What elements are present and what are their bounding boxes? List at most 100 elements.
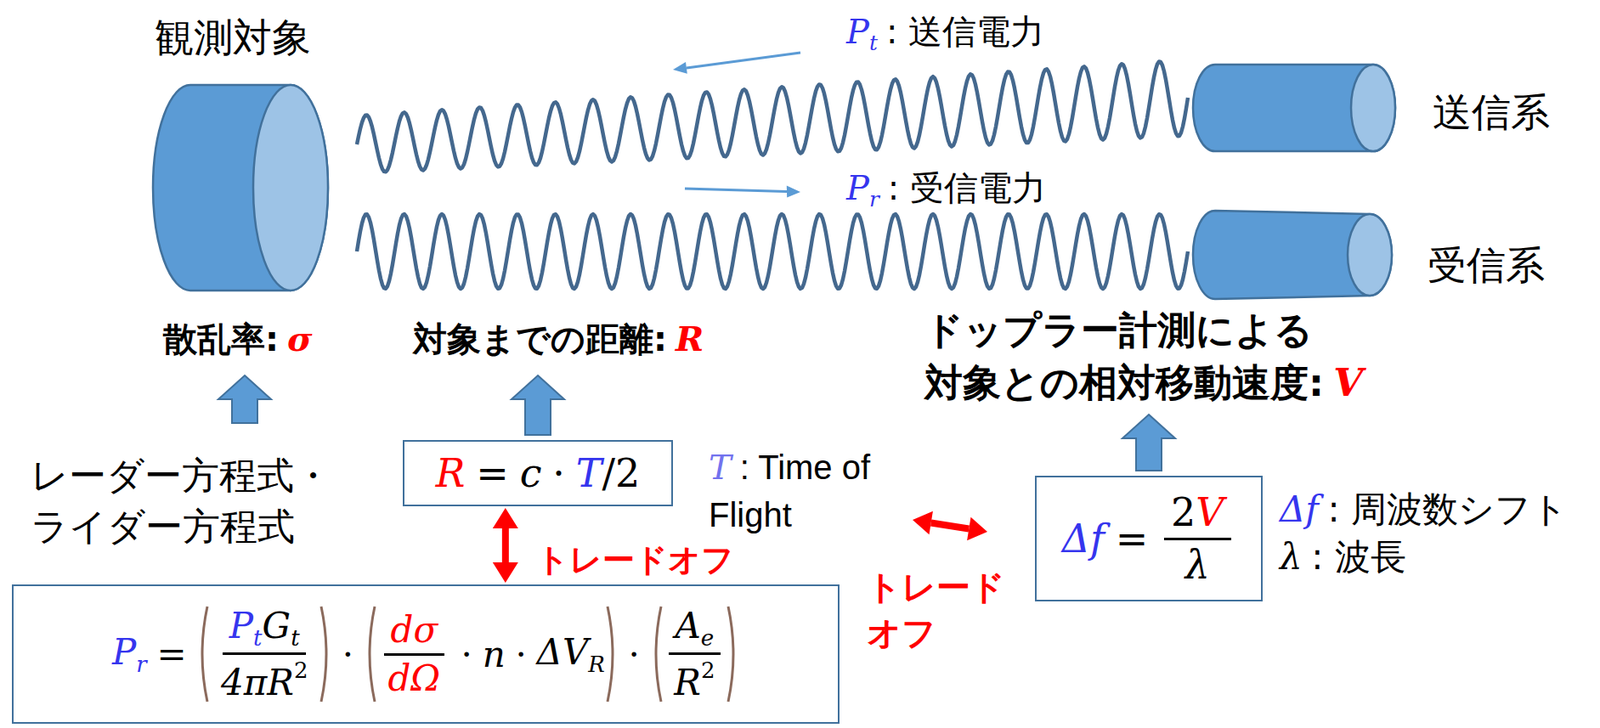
equation-term: t	[290, 625, 300, 651]
equation-term: t	[253, 625, 262, 651]
equation: Pr=PtGt4πR2·dσdΩ·n·ΔVR·AeR2	[112, 604, 740, 705]
equation-term: =	[475, 450, 509, 497]
bracket-path	[369, 606, 375, 702]
equation-term: ·	[628, 633, 640, 676]
label-line: 観測対象	[154, 11, 311, 65]
label-text: T	[708, 447, 732, 487]
label-group: Δf: 周波数シフト	[1279, 486, 1568, 534]
equation-term: 2	[701, 657, 716, 684]
label-text: 受信系	[1427, 242, 1545, 289]
formula-box: Δf=2Vλ	[1034, 475, 1263, 602]
bracket	[318, 604, 333, 705]
transmitter-face	[1351, 64, 1396, 152]
bracket	[363, 604, 378, 705]
label-line: 対象との相対移動速度:V	[924, 356, 1363, 410]
bracketed-term: PtGt4πR2	[196, 604, 333, 705]
label-text: レーダー方程式・	[30, 453, 332, 498]
bracket	[196, 604, 210, 705]
equation-term: R	[435, 450, 466, 497]
target-face	[253, 84, 328, 291]
equation-term: ·	[342, 633, 354, 676]
equation-term: n	[482, 633, 506, 676]
label-group: レーダー方程式・ライダー方程式	[30, 450, 332, 553]
equation-term: c	[520, 450, 543, 497]
label-text: 送信系	[1432, 89, 1550, 136]
arrow-head	[672, 62, 688, 74]
label-line: Pr: 受信電力	[846, 164, 1046, 212]
edge-label: トレードオフ	[536, 542, 735, 580]
label-text: V	[1333, 360, 1363, 406]
bracket	[604, 604, 619, 705]
numerator: PtGt	[222, 604, 306, 656]
equation-term: ·	[552, 450, 566, 497]
equation-term: =	[1115, 515, 1149, 562]
fraction: AeR2	[667, 604, 722, 704]
label-line: 散乱率:σ	[163, 316, 313, 363]
label-line: Δf: 周波数シフト	[1279, 486, 1568, 534]
label-text: t	[869, 30, 878, 56]
equation-term: P	[112, 631, 136, 673]
term: Pr	[112, 631, 147, 677]
equation-term: λ	[1185, 542, 1210, 588]
equation-box: Pr=PtGt4πR2·dσdΩ·n·ΔVR·AeR2	[11, 584, 840, 724]
bracket-path	[728, 606, 734, 702]
bracket-path	[655, 606, 662, 702]
label-group: Pr: 受信電力	[846, 164, 1046, 212]
fraction: PtGt4πR2	[214, 604, 315, 704]
tradeoff-connector	[492, 508, 519, 583]
equation-term: P	[229, 604, 254, 647]
arrow-head	[912, 511, 933, 536]
target-cylinder	[152, 84, 328, 291]
label-text: 観測対象	[154, 14, 311, 61]
fraction: 2Vλ	[1164, 489, 1232, 589]
equation-term: ·	[514, 633, 526, 676]
equation-term: A	[675, 604, 702, 647]
label-text: : Time of Flight	[708, 448, 871, 534]
receive-wave	[356, 214, 1188, 289]
label-text: ライダー方程式	[30, 504, 295, 549]
label-text: σ	[287, 318, 313, 359]
equation: R=c·T/2	[435, 450, 641, 497]
equation-term: T	[576, 450, 603, 497]
label-text: : 波長	[1311, 536, 1407, 578]
transmit-direction-arrow	[686, 52, 801, 68]
block-up-arrow	[218, 375, 272, 424]
label-text: 対象までの距離:	[412, 319, 668, 359]
label-group: λ: 波長	[1279, 533, 1407, 582]
bracketed-term: AeR2	[650, 604, 740, 705]
label-group: トレード オフ	[866, 564, 1020, 656]
label-text: : 周波数シフト	[1327, 488, 1568, 531]
label-text: 対象との相対移動速度:	[924, 360, 1324, 406]
equation-term: 2	[1170, 489, 1196, 536]
equation-term: ·	[461, 633, 473, 676]
equation-term: dΩ	[387, 657, 441, 700]
term: ΔVR	[537, 631, 605, 677]
bracket	[650, 604, 664, 705]
arrow-head	[492, 508, 519, 529]
numerator: 2V	[1164, 489, 1232, 541]
transmit-wave	[356, 62, 1188, 173]
equation-term: G	[262, 604, 292, 647]
bracket-path	[607, 606, 613, 702]
receiver-face	[1347, 214, 1392, 296]
equation-term: 2	[293, 657, 309, 684]
equation-term: R	[587, 651, 605, 678]
arrow-head	[786, 186, 801, 198]
transmitter-cylinder	[1192, 64, 1396, 152]
label-text: Δf	[1279, 488, 1319, 531]
label-group: 散乱率:σ	[163, 316, 313, 363]
label-line: λ: 波長	[1279, 533, 1407, 582]
label-group: T: Time of Flight	[708, 443, 922, 539]
bracket-path	[202, 606, 208, 702]
label-text: P	[846, 11, 870, 51]
label-line: 対象までの距離:R	[412, 316, 704, 363]
label-text: r	[869, 186, 880, 212]
equation: Δf=2Vλ	[1062, 489, 1237, 589]
label-text: : 受信電力	[887, 168, 1046, 208]
equation-term: e	[701, 625, 714, 651]
label-group: 受信系	[1427, 239, 1545, 293]
label-text: : 送信電力	[886, 11, 1045, 51]
label-text: λ	[1279, 536, 1303, 578]
